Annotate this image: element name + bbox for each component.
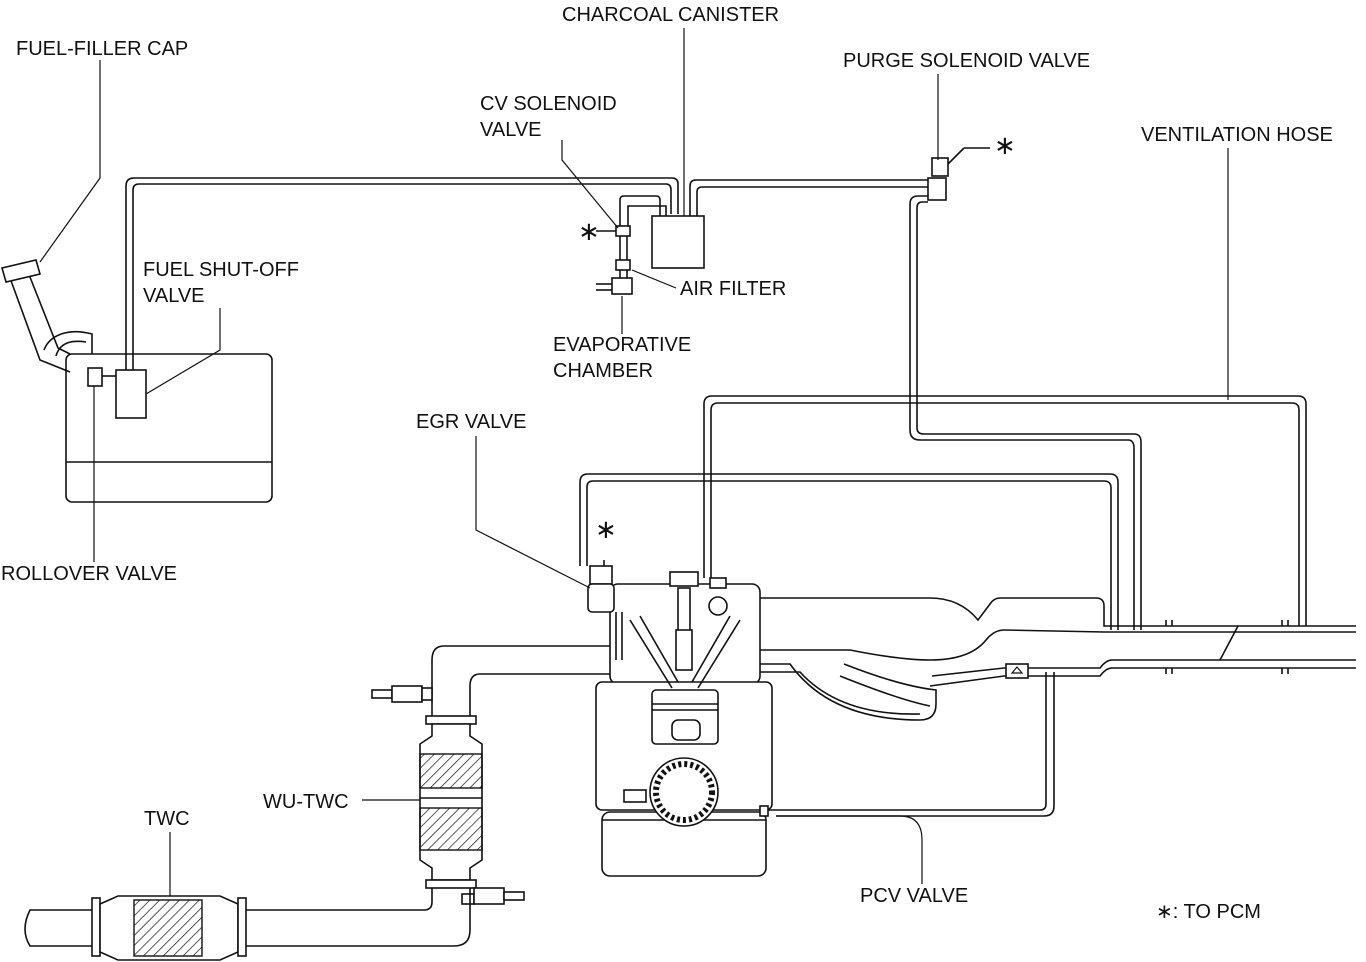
label-egr-valve: EGR VALVE bbox=[416, 411, 526, 433]
purge-solenoid-valve bbox=[927, 147, 990, 201]
label-charcoal-canister: CHARCOAL CANISTER bbox=[562, 4, 779, 26]
intake-manifold bbox=[760, 597, 1356, 721]
egr-valve bbox=[587, 560, 623, 660]
oxygen-sensor-front bbox=[371, 685, 433, 703]
charcoal-canister bbox=[651, 215, 705, 269]
wu-twc-converter bbox=[419, 723, 483, 889]
exhaust-manifold bbox=[425, 645, 610, 725]
label-fuel-shutoff-valve-1: FUEL SHUT-OFF bbox=[143, 259, 299, 281]
legend-to-pcm: ∗: TO PCM bbox=[1156, 901, 1261, 923]
cv-solenoid-valve bbox=[596, 225, 631, 260]
air-filter bbox=[615, 259, 631, 278]
leader-lines bbox=[39, 28, 1229, 896]
to-pcm-marker-cv: ∗ bbox=[578, 216, 600, 246]
label-twc: TWC bbox=[144, 808, 190, 830]
filler-neck bbox=[9, 271, 93, 373]
label-fuel-shutoff-valve-2: VALVE bbox=[143, 285, 205, 307]
to-pcm-marker-purge: ∗ bbox=[994, 130, 1016, 160]
label-cv-solenoid-valve-2: VALVE bbox=[480, 119, 542, 141]
label-air-filter: AIR FILTER bbox=[680, 278, 786, 300]
label-evaporative-chamber-1: EVAPORATIVE bbox=[553, 334, 691, 356]
label-pcv-valve: PCV VALVE bbox=[860, 885, 968, 907]
label-fuel-filler-cap: FUEL-FILLER CAP bbox=[16, 38, 188, 60]
pcv-valve bbox=[759, 663, 1055, 817]
twc-converter bbox=[91, 895, 247, 961]
exhaust-pipe bbox=[24, 888, 471, 947]
label-wu-twc: WU-TWC bbox=[263, 791, 349, 813]
label-evaporative-chamber-2: CHAMBER bbox=[553, 360, 653, 382]
label-rollover-valve: ROLLOVER VALVE bbox=[1, 563, 177, 585]
rollover-valve bbox=[87, 367, 116, 387]
label-purge-solenoid-valve: PURGE SOLENOID VALVE bbox=[843, 50, 1090, 72]
to-pcm-marker-egr: ∗ bbox=[595, 514, 617, 544]
engine bbox=[595, 571, 773, 877]
evaporative-chamber bbox=[596, 277, 633, 295]
label-ventilation-hose: VENTILATION HOSE bbox=[1141, 124, 1333, 146]
fuel-filler-cap bbox=[1, 259, 41, 283]
label-cv-solenoid-valve-1: CV SOLENOID bbox=[480, 93, 617, 115]
fuel-shutoff-valve bbox=[115, 369, 147, 419]
oxygen-sensor-rear bbox=[461, 887, 525, 905]
